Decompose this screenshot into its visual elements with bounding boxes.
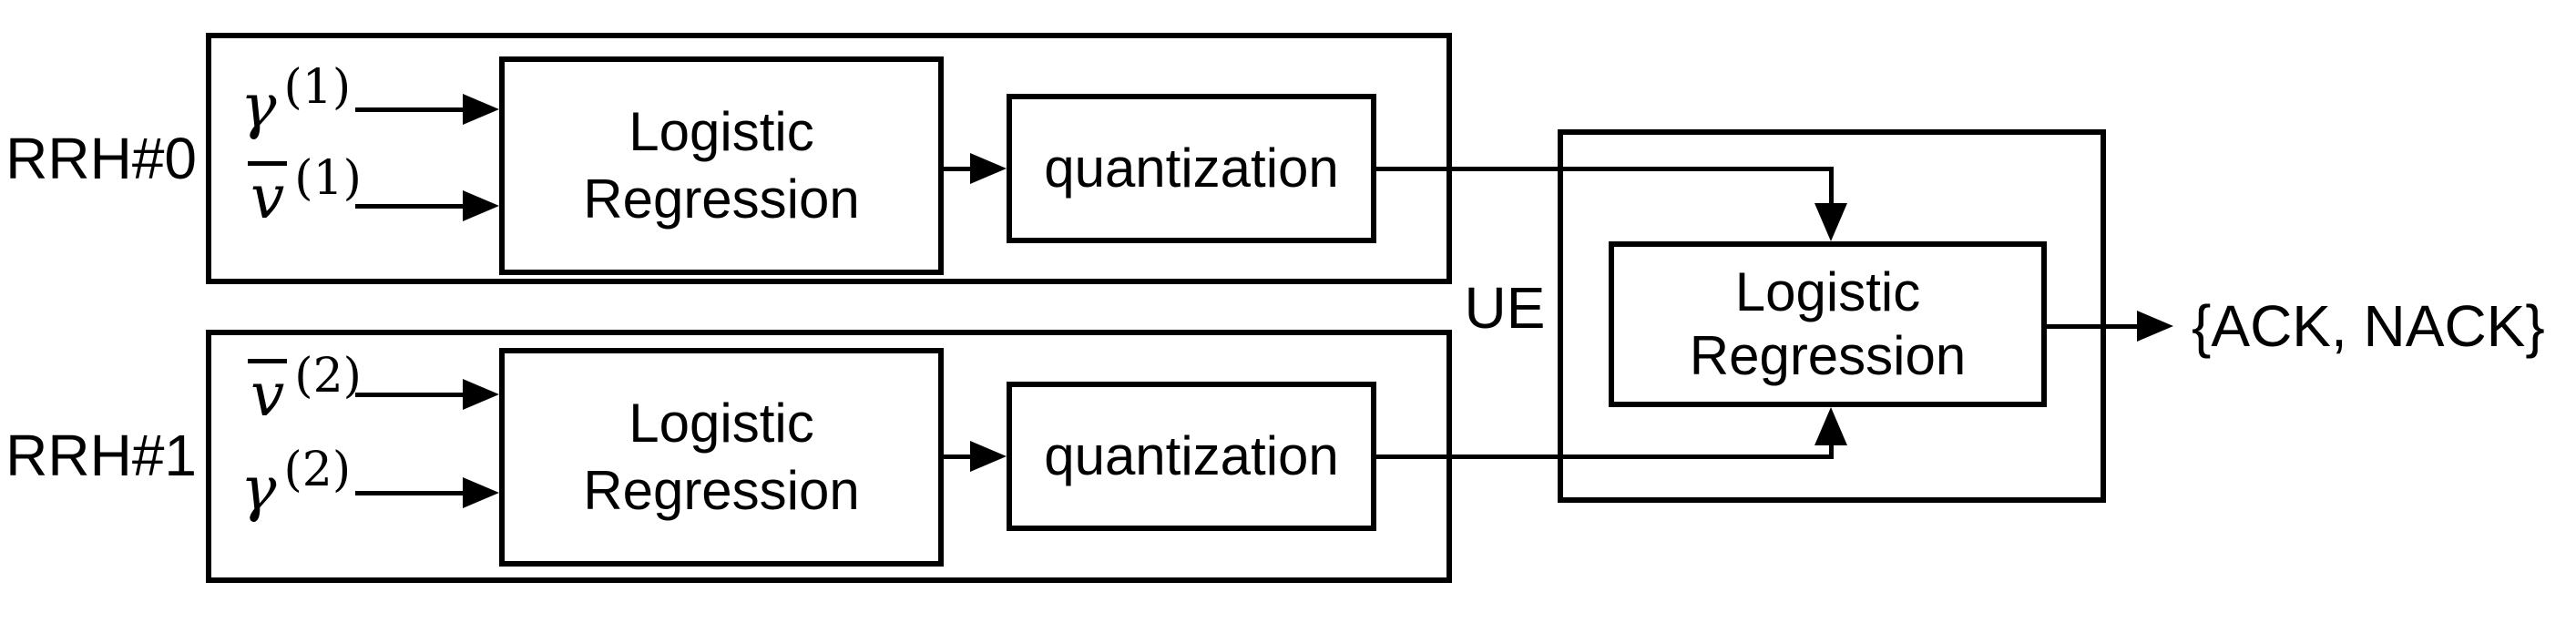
rrh0-to-ue-arrowhead-icon (1814, 203, 1847, 241)
gamma-1-superscript: (1) (283, 60, 352, 115)
rrh1-lr-line2: Regression (583, 460, 860, 521)
rrh1-label: RRH#1 (5, 423, 197, 488)
gamma-2-symbol: γ (240, 454, 277, 524)
vbar-1-superscript: (1) (294, 151, 362, 206)
vbar-2-label: v(2) (248, 352, 362, 425)
gamma-1-symbol: γ (240, 71, 277, 141)
gamma-2-arrow-line (355, 491, 466, 495)
rrh0-label: RRH#0 (5, 126, 197, 191)
gamma-2-superscript: (2) (283, 443, 352, 497)
rrh0-quant-to-ue-vline (1829, 167, 1834, 210)
rrh1-quantization-label: quantization (1044, 425, 1339, 486)
rrh0-box (206, 33, 1452, 284)
ue-output-line (2045, 324, 2139, 329)
output-label: {ACK, NACK} (2192, 293, 2545, 359)
rrh1-lr-to-quant-line (944, 454, 976, 459)
vbar-2-superscript: (2) (294, 349, 362, 403)
rrh0-logistic-regression-box: Logistic Regression (499, 56, 944, 275)
ue-lr-line2: Regression (1689, 325, 1967, 386)
rrh0-quantization-box: quantization (1007, 94, 1376, 243)
rrh1-to-ue-arrowhead-icon (1814, 407, 1847, 445)
rrh0-lr-line1: Logistic (629, 101, 814, 162)
rrh0-lr-to-quant-arrowhead-icon (970, 153, 1007, 184)
ue-output-arrowhead-icon (2137, 311, 2173, 342)
vbar-1-symbol: v (248, 161, 288, 228)
vbar-1-arrowhead-icon (463, 190, 499, 221)
rrh1-lr-to-quant-arrowhead-icon (970, 441, 1007, 472)
rrh1-quant-to-ue-hline (1376, 454, 1834, 459)
vbar-1-arrow-line (355, 204, 466, 209)
rrh1-lr-line1: Logistic (629, 393, 814, 454)
vbar-2-symbol: v (248, 359, 288, 425)
rrh1-logistic-regression-box: Logistic Regression (499, 348, 944, 567)
vbar-2-arrow-line (355, 393, 466, 397)
ue-box (1558, 129, 2106, 503)
rrh0-lr-to-quant-line (944, 167, 976, 171)
gamma-1-arrowhead-icon (463, 94, 499, 125)
rrh0-quantization-label: quantization (1044, 138, 1339, 199)
gamma-1-label: γ(1) (240, 64, 351, 137)
ue-lr-line1: Logistic (1734, 261, 1921, 322)
rrh1-quant-to-ue-vline (1829, 444, 1834, 459)
rrh0-lr-line2: Regression (583, 169, 860, 230)
ue-label: UE (1464, 275, 1546, 341)
gamma-2-label: γ(2) (240, 446, 351, 519)
vbar-2-arrowhead-icon (463, 379, 499, 410)
rrh0-quant-to-ue-hline (1376, 167, 1834, 171)
gamma-1-arrow-line (355, 107, 466, 112)
gamma-2-arrowhead-icon (463, 477, 499, 508)
ue-logistic-regression-box: Logistic Regression (1609, 241, 2047, 407)
rrh1-quantization-box: quantization (1007, 382, 1376, 531)
vbar-1-label: v(1) (248, 155, 362, 228)
